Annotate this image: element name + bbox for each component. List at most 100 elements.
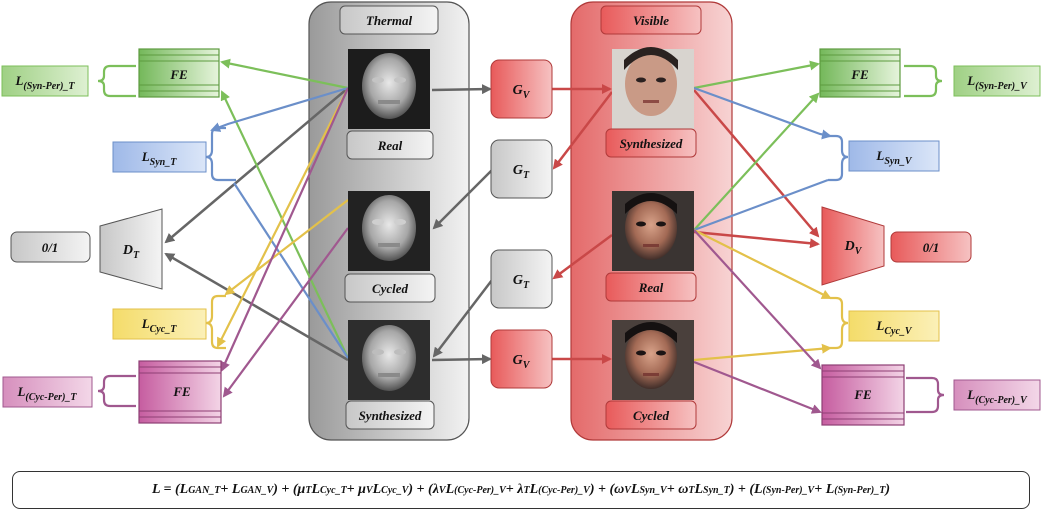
- arrow-visible-real-to-gt: [552, 233, 613, 280]
- visible-synthesized-label-box: [605, 128, 697, 158]
- formula-text: L: [630, 482, 640, 497]
- discriminator-dv: DV: [821, 206, 885, 286]
- thermal-cycled-image: [348, 191, 430, 271]
- formula-subscript: (Cyc-Per)_V: [538, 484, 590, 496]
- loss-syn-per-v: L(Syn-Per)_V: [953, 65, 1041, 97]
- thermal-synthesized-image: [348, 320, 430, 400]
- thermal-cycled-label: Cycled: [372, 281, 409, 296]
- svg-text:LSyn_T: LSyn_T: [141, 149, 178, 168]
- thermal-real-image: [348, 49, 430, 129]
- arrow-yellow-cycled-to-lcyc-t: [224, 199, 349, 296]
- loss-syn-v-main: L: [875, 148, 884, 163]
- formula-subscript: (Cyc-Per)_V: [454, 484, 506, 496]
- loss-cyc-t: LCyc_T: [112, 308, 207, 340]
- fe-top-right-label: FE: [850, 67, 869, 82]
- fe-bottom-right-label: FE: [853, 387, 872, 402]
- brace-syn-per-t: [97, 64, 136, 98]
- formula-text: ) + (L: [729, 482, 763, 497]
- arrow-visible-synth-to-gt: [552, 91, 613, 170]
- svg-text:DT: DT: [122, 243, 140, 261]
- arrow-purple-real-to-fe: [220, 87, 350, 372]
- loss-syn-t: LSyn_T: [112, 141, 207, 173]
- output-t-label: 0/1: [42, 240, 59, 255]
- loss-syn-per-t: L(Syn-Per)_T: [1, 65, 89, 97]
- loss-cyc-v-sub: Cyc_V: [884, 326, 913, 337]
- arrow-purple-visible-real-to-fe: [693, 229, 822, 370]
- generator-gv-top: GV: [490, 59, 553, 119]
- svg-text:GV: GV: [513, 353, 531, 371]
- generator-gt-upper: GT: [490, 139, 553, 199]
- svg-text:DV: DV: [844, 239, 863, 257]
- gt-lower-main: G: [513, 273, 523, 288]
- fe-top-left: FE: [138, 48, 220, 98]
- arrow-thermal-synth-to-dt: [164, 252, 349, 362]
- gv-top-sub: V: [523, 90, 531, 101]
- formula-text: L: [372, 482, 382, 497]
- loss-cyc-per-v: L(Cyc-Per)_V: [953, 379, 1041, 411]
- dt-main: D: [122, 243, 133, 258]
- fe-bottom-left-label: FE: [172, 384, 191, 399]
- loss-syn-v: LSyn_V: [848, 140, 940, 172]
- loss-syn-t-sub: Syn_T: [150, 157, 178, 168]
- svg-text:L(Cyc-Per)_V: L(Cyc-Per)_V: [966, 387, 1028, 406]
- formula-subscript: Syn_T: [703, 484, 730, 496]
- formula-subscript: T: [523, 484, 530, 496]
- loss-syn-per-v-main: L: [966, 73, 975, 88]
- gv-bottom-sub: V: [523, 360, 531, 371]
- fe-bottom-right: FE: [821, 364, 905, 426]
- loss-cyc-t-main: L: [141, 316, 150, 331]
- formula-text: ) + (μ: [273, 482, 306, 497]
- svg-text:L(Cyc-Per)_T: L(Cyc-Per)_T: [16, 384, 77, 403]
- formula-text: L: [445, 482, 455, 497]
- gt-upper-main: G: [513, 163, 523, 178]
- arrow-blue-visible-synth-to-lsyn-v: [693, 86, 832, 140]
- thermal-title-box: [339, 5, 439, 35]
- visible-synthesized-label: Synthesized: [620, 136, 683, 151]
- discriminator-dt: DT: [99, 208, 163, 290]
- thermal-real-label-box: [346, 130, 434, 160]
- visible-real-image: [612, 191, 694, 271]
- output-v-box: [890, 231, 972, 263]
- formula-text: L: [529, 482, 539, 497]
- formula-subscript: V: [624, 484, 631, 496]
- gt-lower-sub: T: [523, 280, 530, 291]
- fe-top-right: FE: [819, 48, 901, 98]
- visible-title-box: [600, 5, 702, 35]
- visible-title: Visible: [633, 13, 669, 28]
- loss-cyc-per-t: L(Cyc-Per)_T: [2, 376, 93, 408]
- formula-subscript: T: [305, 484, 312, 496]
- gt-upper-sub: T: [523, 170, 530, 181]
- formula-text: ): [885, 482, 891, 497]
- generator-gv-bottom: GV: [490, 329, 553, 389]
- loss-cyc-per-t-main: L: [16, 384, 25, 399]
- gv-bottom-main: G: [513, 353, 523, 368]
- brace-syn-t: [205, 126, 236, 182]
- formula-text: + μ: [346, 482, 366, 497]
- arrow-yellow-visible-real-to-lcyc-v: [693, 229, 832, 299]
- visible-synthesized-image: [612, 47, 694, 129]
- output-t-box: [10, 231, 91, 263]
- visible-real-label: Real: [638, 280, 664, 295]
- arrow-blue-visible-real-to-lsyn-v: [693, 178, 829, 232]
- visible-cycled-image: [612, 320, 694, 400]
- arrow-visible-real-to-dv: [693, 230, 820, 249]
- generator-gt-lower: GT: [490, 249, 553, 309]
- arrow-green-visible-real-to-fe: [693, 92, 820, 231]
- loss-cyc-per-t-sub: (Cyc-Per)_T: [25, 392, 77, 403]
- formula-subscript: Syn_V: [639, 484, 667, 496]
- brace-cyc-per-v: [906, 376, 945, 414]
- arrow-green-thermal-real-to-fe: [220, 58, 349, 90]
- formula-subscript: V: [438, 484, 446, 496]
- formula-text: + L: [814, 482, 835, 497]
- loss-syn-per-v-sub: (Syn-Per)_V: [975, 81, 1028, 92]
- svg-text:L(Syn-Per)_V: L(Syn-Per)_V: [966, 73, 1028, 92]
- thermal-title: Thermal: [366, 13, 413, 28]
- formula-text: + L: [220, 482, 241, 497]
- arrow-purple-visible-cycled-to-fe: [693, 360, 822, 414]
- brace-cyc-v: [830, 296, 849, 350]
- formula-text: L: [311, 482, 321, 497]
- loss-cyc-v: LCyc_V: [848, 310, 940, 342]
- thermal-synthesized-label-box: [345, 400, 435, 430]
- formula-text: ) + (λ: [408, 482, 439, 497]
